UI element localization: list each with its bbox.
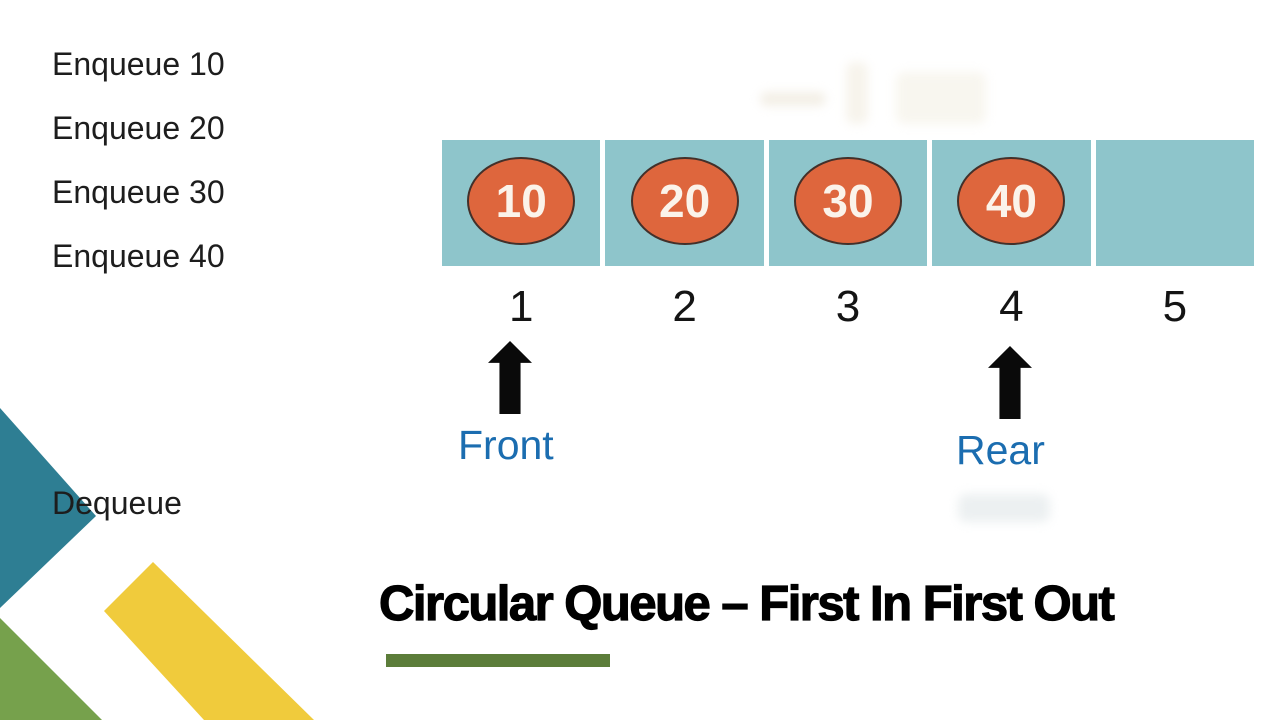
- queue-index: 2: [672, 282, 697, 331]
- up-arrow-icon: [488, 341, 532, 414]
- up-arrow-icon: [988, 346, 1032, 419]
- yellow-band-shape: [104, 562, 314, 720]
- queue-indices: 1 2 3 4 5: [442, 282, 1254, 332]
- ghost-artifact: [958, 494, 1050, 522]
- operations-list: Enqueue 10 Enqueue 20 Enqueue 30 Enqueue…: [52, 32, 225, 288]
- queue-cell: 40: [932, 140, 1091, 266]
- queue-cell: 20: [605, 140, 764, 266]
- queue-value-ellipse: 30: [794, 157, 903, 245]
- queue-cells: 10 20 30 40: [442, 140, 1255, 266]
- queue-cell: 10: [442, 140, 601, 266]
- queue-value-ellipse: 20: [630, 157, 739, 245]
- queue-index: 5: [1162, 282, 1188, 331]
- ghost-artifact: [846, 62, 868, 124]
- queue-value-ellipse: 40: [957, 157, 1066, 245]
- front-pointer-label: Front: [458, 422, 554, 468]
- ghost-artifact: [896, 72, 986, 124]
- queue-index: 3: [835, 282, 861, 331]
- queue-value-ellipse: 10: [467, 157, 576, 245]
- green-triangle-shape: [0, 618, 102, 720]
- operation-item: Enqueue 40: [52, 238, 225, 274]
- slide-title: Circular Queue – First In First Out: [378, 576, 1115, 631]
- operation-item: Enqueue 20: [52, 110, 225, 146]
- dequeue-label: Dequeue: [52, 485, 182, 521]
- rear-pointer-label: Rear: [956, 427, 1045, 473]
- queue-index: 4: [999, 282, 1024, 331]
- operation-item: Enqueue 10: [52, 46, 225, 82]
- queue-index: 1: [508, 282, 534, 331]
- title-underline-bar: [386, 654, 610, 667]
- operation-item: Enqueue 30: [52, 174, 225, 210]
- queue-cell: 30: [768, 140, 928, 266]
- queue-cell-empty: [1095, 140, 1255, 266]
- ghost-artifact: [760, 92, 826, 106]
